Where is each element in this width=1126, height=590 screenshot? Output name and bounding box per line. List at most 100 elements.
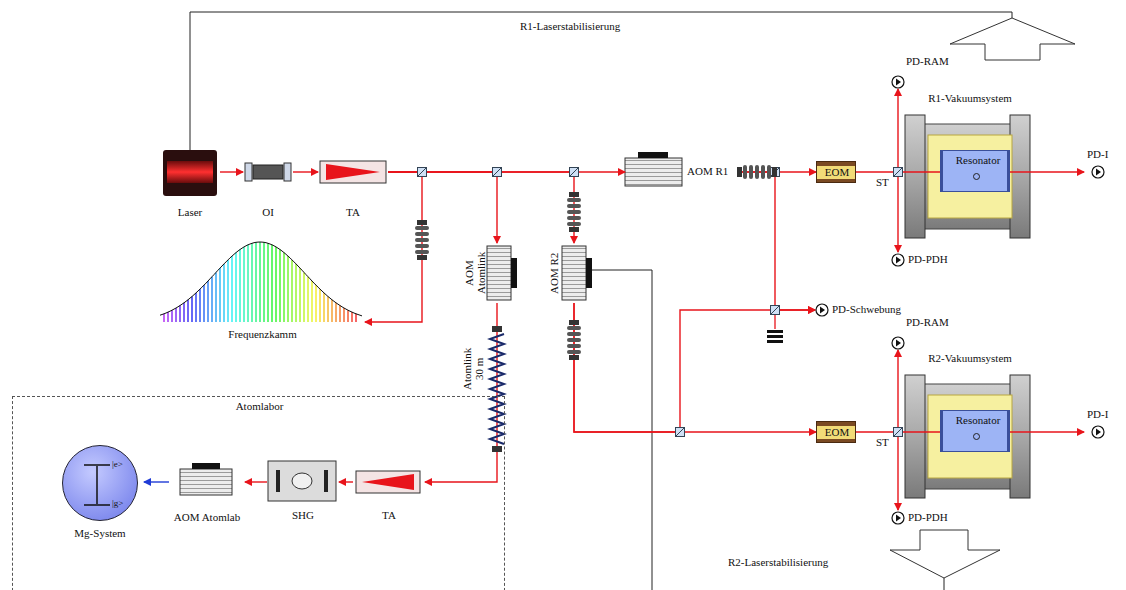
comb-line bbox=[267, 243, 268, 322]
beam-splitter bbox=[418, 168, 427, 177]
photodiode-triangle bbox=[896, 79, 901, 86]
photodiode-triangle bbox=[1096, 429, 1101, 436]
beam-stub bbox=[774, 314, 775, 329]
photodiode: PD-I bbox=[1084, 148, 1122, 180]
shg-crystal bbox=[292, 473, 312, 489]
level-scheme bbox=[56, 441, 144, 525]
beam-dump bbox=[767, 340, 783, 343]
isolator-polarizer bbox=[245, 163, 252, 181]
component-label: Frequenzkamm bbox=[228, 328, 296, 341]
component-label: R2-Vakuumsystem bbox=[928, 352, 1012, 365]
photodiode-symbol bbox=[891, 75, 905, 89]
comb-line bbox=[275, 247, 276, 322]
comb-line bbox=[215, 272, 216, 322]
beam-dump bbox=[767, 330, 783, 333]
photodiode-symbol bbox=[1091, 165, 1105, 179]
shg-mirror bbox=[276, 470, 280, 492]
photodiode-triangle bbox=[896, 340, 901, 347]
amplifier-taper bbox=[362, 474, 414, 490]
energy-level bbox=[84, 504, 110, 506]
comb-line bbox=[207, 281, 208, 322]
photodiode: PD-RAM bbox=[891, 316, 955, 350]
beam-splitter bbox=[771, 306, 780, 315]
comb-line bbox=[175, 308, 176, 322]
beam-splitter bbox=[894, 168, 903, 177]
photodiode-triangle bbox=[896, 257, 901, 264]
photodiode-circle bbox=[892, 512, 904, 524]
component-label: Resonator bbox=[956, 154, 1001, 167]
component-label: OI bbox=[262, 206, 274, 219]
vacuum-housing bbox=[905, 115, 1030, 238]
comb-line bbox=[195, 293, 196, 322]
component-label: Laser bbox=[178, 206, 202, 219]
aom-crystal bbox=[562, 246, 586, 300]
comb-line bbox=[183, 303, 184, 322]
component-label: AOM R1 bbox=[687, 165, 728, 178]
amplifier-taper bbox=[326, 164, 380, 180]
vacuum-housing bbox=[905, 375, 1030, 498]
amplifier-body bbox=[320, 161, 386, 183]
component-label: AOM R2 bbox=[548, 244, 560, 302]
fiber-coupler bbox=[567, 192, 581, 232]
comb-line bbox=[259, 242, 260, 322]
lab-region: Atomlabor|e>|g>Mg-SystemAOM AtomlabSHGTA bbox=[12, 396, 505, 590]
photodiode: PD-Schwebung bbox=[815, 302, 915, 318]
vacuum-system: R1-VakuumsystemResonator bbox=[905, 92, 1035, 238]
isolator-polarizer bbox=[284, 163, 291, 181]
comb-line bbox=[211, 277, 212, 322]
aom-crystal bbox=[180, 469, 232, 495]
comb-line bbox=[247, 245, 248, 322]
beam-path bbox=[144, 481, 169, 482]
comb-line bbox=[351, 312, 352, 322]
frequency-comb: Frequenzkamm bbox=[160, 238, 365, 344]
comb-line bbox=[235, 253, 236, 322]
beam-path bbox=[574, 303, 815, 432]
component-label: PD-Schwebung bbox=[832, 303, 901, 316]
beam-path bbox=[856, 350, 898, 432]
aom: AOM Atomlink bbox=[463, 243, 513, 303]
annotation-label: ST bbox=[876, 436, 889, 449]
feedback-line bbox=[190, 12, 1012, 150]
comb-line bbox=[331, 300, 332, 322]
resonator-mode bbox=[973, 433, 980, 440]
component-label: EOM bbox=[825, 426, 849, 439]
component-label: Atomlabor bbox=[236, 400, 284, 413]
comb-line bbox=[335, 303, 336, 322]
photodiode-triangle bbox=[1096, 169, 1101, 176]
photodiode-symbol bbox=[815, 303, 829, 317]
photodiode-circle bbox=[816, 304, 828, 316]
beam-path bbox=[339, 481, 353, 482]
fiber-end bbox=[492, 446, 502, 452]
beam-splitter bbox=[676, 428, 685, 437]
tapered-amplifier: TA bbox=[353, 469, 425, 527]
annotation-label: Atomlink 30 m bbox=[461, 345, 485, 393]
comb-line bbox=[355, 314, 356, 322]
beam-path bbox=[425, 303, 497, 482]
fiber-end bbox=[492, 326, 502, 332]
stabilization-arrow bbox=[890, 530, 1000, 578]
comb-line bbox=[179, 306, 180, 323]
stabilization-arrow bbox=[950, 18, 1075, 60]
beam-path bbox=[898, 172, 940, 252]
comb-line bbox=[299, 268, 300, 322]
laser: Laser bbox=[160, 148, 220, 220]
aom-crystal bbox=[487, 246, 511, 300]
comb-line bbox=[167, 312, 168, 322]
photodiode-circle bbox=[1092, 166, 1104, 178]
comb-line bbox=[283, 253, 284, 322]
comb-line bbox=[203, 285, 204, 322]
aom-crystal bbox=[625, 158, 682, 186]
component-label: PD-RAM bbox=[906, 55, 949, 68]
transition-line bbox=[96, 466, 98, 504]
beam-splitter bbox=[894, 428, 903, 437]
comb-line bbox=[163, 314, 164, 322]
eom: EOM bbox=[816, 421, 856, 443]
component-label: SHG bbox=[292, 509, 314, 522]
feedback-line bbox=[592, 270, 652, 590]
component-label: R1-Vakuumsystem bbox=[928, 92, 1012, 105]
aom: AOM R2 bbox=[540, 243, 588, 303]
beam-path bbox=[388, 172, 497, 243]
component-label: PD-I bbox=[1087, 408, 1108, 421]
